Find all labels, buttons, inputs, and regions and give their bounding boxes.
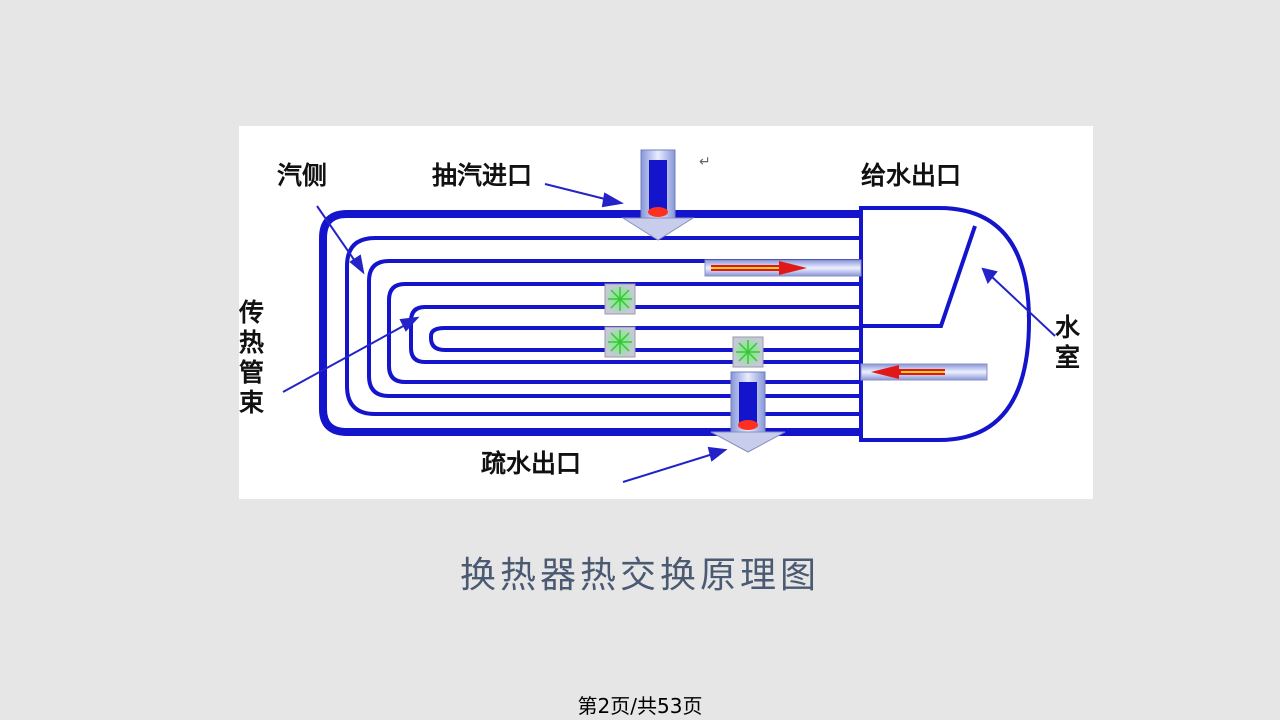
baffle-star-1 <box>604 283 636 315</box>
heat-exchanger-diagram: 汽侧 抽汽进口 ↵ 给水出口 传 热 管 束 水 室 疏水出口 <box>239 149 1081 483</box>
extraction-inlet-nozzle <box>621 149 695 241</box>
label-tube-bundle-char: 热 <box>239 328 264 357</box>
feedwater-outlet-pipe <box>704 259 862 277</box>
label-tube-bundle-char: 传 <box>239 298 264 327</box>
label-steam-side: 汽侧 <box>277 161 327 190</box>
return-mark: ↵ <box>699 154 711 170</box>
label-tube-bundle-char: 管 <box>239 358 264 387</box>
label-extraction-inlet: 抽汽进口 <box>432 161 532 190</box>
label-drain-outlet: 疏水出口 <box>481 449 581 478</box>
label-feedwater-outlet: 给水出口 <box>861 161 961 190</box>
drain-outlet-nozzle <box>710 371 786 453</box>
shell-outline <box>319 210 861 436</box>
water-chamber <box>859 206 1032 442</box>
baffle-star-2 <box>604 326 636 358</box>
tube-highlights <box>387 238 871 374</box>
label-tube-bundle-char: 束 <box>239 388 265 417</box>
slide-caption: 换热器热交换原理图 <box>459 555 820 596</box>
feedwater-inlet-pipe <box>860 363 988 381</box>
leader-arrows <box>282 183 1056 483</box>
tube-bundle <box>345 236 861 416</box>
label-water-chamber-char: 室 <box>1055 343 1080 372</box>
label-tube-bundle: 传 热 管 束 <box>239 298 265 417</box>
label-water-chamber: 水 室 <box>1055 313 1081 372</box>
page-number: 第2页/共53页 <box>577 694 703 718</box>
diagram-panel: 汽侧 抽汽进口 ↵ 给水出口 传 热 管 束 水 室 疏水出口 <box>239 126 1093 499</box>
label-water-chamber-char: 水 <box>1055 313 1081 342</box>
baffle-star-3 <box>732 336 764 368</box>
